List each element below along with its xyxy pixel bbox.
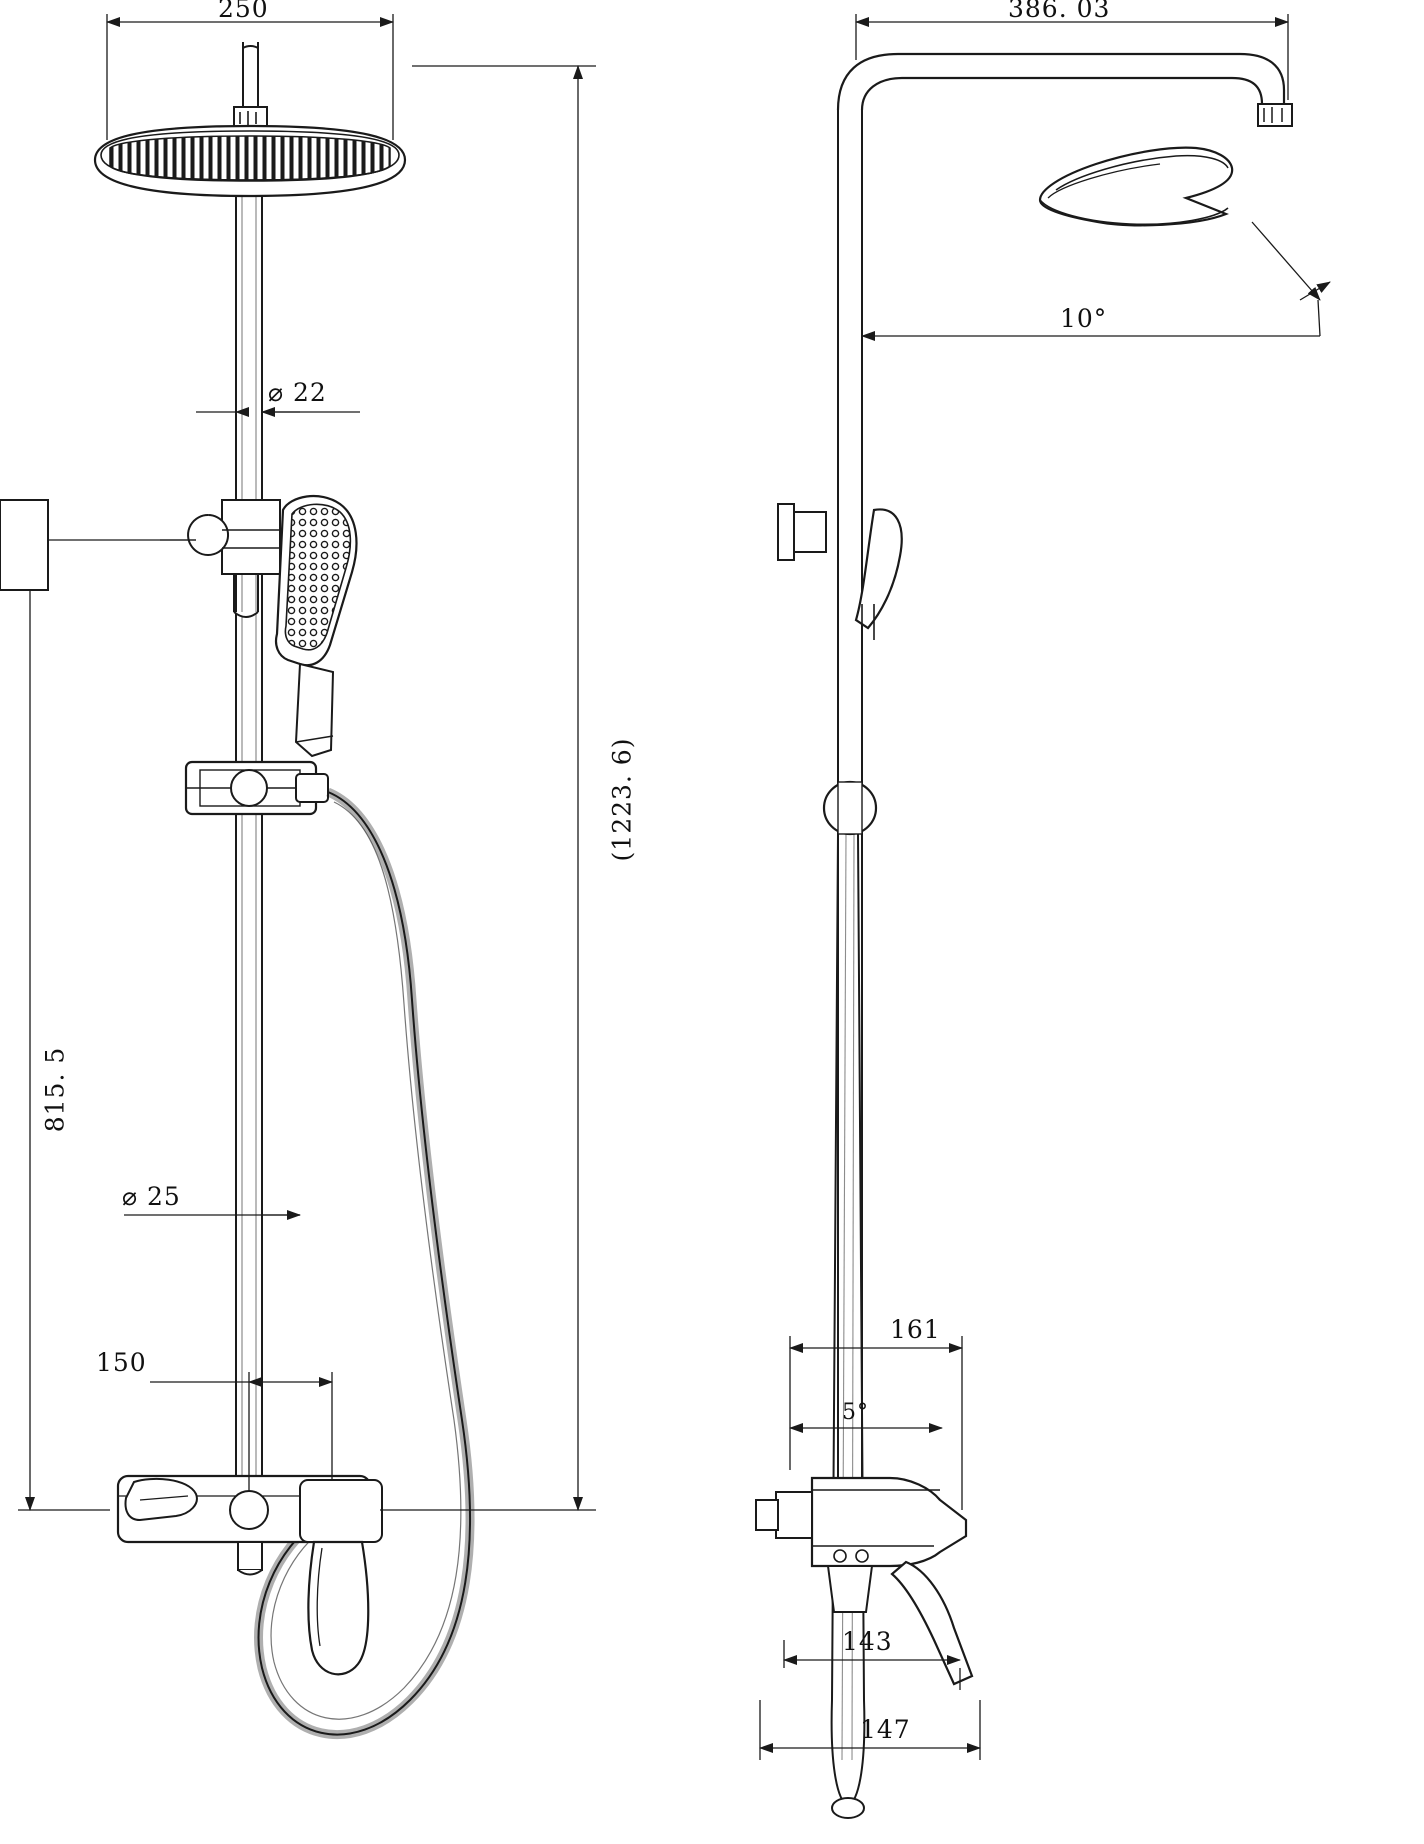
dim-valve-angle: 5° — [842, 1400, 869, 1425]
side-slide-bracket — [822, 780, 878, 836]
dim-total-height: (1223. 6) — [607, 737, 637, 862]
front-handshower-holder — [187, 499, 281, 618]
dim-slide-bar-dia: ⌀ 25 — [122, 1182, 181, 1211]
side-shower-arm — [836, 52, 1293, 127]
dim-arm-reach: 386. 03 — [1008, 0, 1111, 23]
front-hose — [254, 787, 475, 1739]
dim-outlet-depth: 147 — [860, 1715, 911, 1744]
dim-valve-depth: 161 — [890, 1315, 941, 1344]
side-handshower-holder — [0, 499, 903, 640]
front-slide-bracket — [184, 760, 329, 816]
front-view — [18, 14, 596, 1739]
side-mixer-valve — [755, 1476, 974, 1686]
side-hose — [830, 833, 866, 1819]
side-dimension-lines — [759, 14, 1330, 1760]
front-overhead-shower — [93, 42, 407, 198]
side-view — [0, 14, 1330, 1819]
dim-head-angle: 10° — [1060, 304, 1108, 333]
dim-overhead-width: 250 — [218, 0, 269, 23]
front-hand-shower — [274, 495, 358, 758]
dim-spout-offset: 150 — [96, 1348, 147, 1377]
dim-riser-pipe-dia: ⌀ 22 — [268, 378, 327, 407]
front-mixer-valve — [116, 1474, 383, 1676]
dim-handle-depth: 143 — [842, 1627, 893, 1656]
front-riser-pipe — [235, 196, 263, 1486]
side-overhead-shower — [1038, 146, 1234, 227]
dim-bar-height: 815. 5 — [40, 1046, 70, 1133]
